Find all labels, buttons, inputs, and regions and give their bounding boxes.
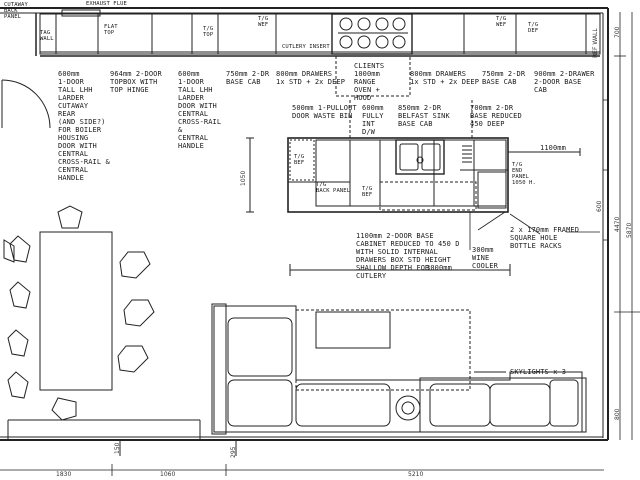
label-exhaust-flue: EXHAUST FLUE: [86, 1, 127, 7]
label-dim-700: 700: [614, 26, 621, 38]
dashed-rug-outline: [295, 309, 471, 391]
sideboard: [315, 311, 391, 349]
label-dim-5210: 5210: [408, 471, 424, 478]
right-dimension-lines: [614, 12, 640, 440]
dim-line-3000: [289, 264, 511, 276]
label-client-hood: CLIENTS 1000mm RANGE OVEN + HOOD: [354, 62, 385, 102]
dining-table-and-chairs: [3, 205, 155, 421]
wall-cabinet-run: [39, 13, 601, 57]
label-dim-1100-right: 1100mm: [540, 144, 566, 152]
label-tall-larder-600b: 600mm 1-DOOR TALL LHH LARDER DOOR WITH C…: [178, 70, 222, 150]
label-tag-back-panel: T/G BACK PANEL: [316, 182, 351, 194]
label-tag-wall: TAG WALL: [40, 30, 54, 42]
label-ref-wall: REF WALL: [592, 28, 599, 58]
bottom-dimension-lines: [0, 464, 604, 476]
label-tag-wef-2: T/G WEF: [496, 16, 507, 28]
label-dim-150: 150: [114, 442, 121, 454]
label-base-cab-750b: 750mm 2-DR BASE CAB: [482, 70, 526, 86]
label-base-reduced-700: 700mm 2-DR BASE REDUCED 450 DEEP: [470, 104, 522, 128]
label-pullout-500: 500mm 1-PULLOUT DOOR WASTE BIN: [292, 104, 357, 120]
label-dim-800: 800: [614, 408, 621, 420]
label-dim-4470: 4470: [614, 216, 621, 232]
range-cooker-burners: [338, 17, 408, 49]
label-tag-top: T/G TOP: [203, 26, 214, 38]
label-belfast-850: 850mm 2-DR BELFAST SINK BASE CAB: [398, 104, 450, 128]
label-flat-top: FLAT TOP: [104, 24, 118, 36]
label-dim-1830: 1830: [56, 471, 72, 478]
dim-line-1050: [246, 137, 254, 213]
door-swing: [1, 79, 51, 129]
exhaust-flue: [61, 9, 101, 17]
bottom-left-wall-steps: [7, 419, 237, 456]
label-base-cab-900: 900mm 2-DRAWER 2-DOOR BASE CAB: [534, 70, 595, 94]
label-tag-bef: T/G BEF: [294, 154, 305, 166]
label-drawers-800b: 800mm DRAWERS 1x STD + 2x DEEP: [410, 70, 480, 86]
label-dim-3000: 3000mm: [426, 264, 452, 272]
label-dim-600-r: 600: [596, 200, 603, 212]
kitchen-island: [287, 137, 509, 213]
label-dim-1050: 1050: [240, 170, 247, 186]
label-cutlery-insert: CUTLERY INSERT: [282, 44, 330, 50]
label-tag-bef-2: T/G BEF: [362, 186, 373, 198]
label-dim-1060: 1060: [160, 471, 176, 478]
label-base-cab-1100: 1100mm 2-DOOR BASE CABINET REDUCED TO 45…: [356, 232, 460, 280]
label-tag-end-panel: T/G END PANEL 1050 H.: [512, 162, 536, 186]
label-drawers-800: 800mm DRAWERS 1x STD + 2x DEEP: [276, 70, 346, 86]
label-base-cab-750: 750mm 2-DR BASE CAB: [226, 70, 270, 86]
label-tag-def: T/G DEF: [528, 22, 539, 34]
label-fully-int-600: 600mm FULLY INT D/W: [362, 104, 384, 136]
label-dim-5870: 5870: [626, 222, 633, 238]
label-topbox-964: 964mm 2-DOOR TOPBOX WITH TOP HINGE: [110, 70, 162, 94]
label-wine-cooler: 300mm WINE COOLER: [472, 246, 498, 270]
label-cutaway-back-panel: CUTAWAY BACK PANEL: [4, 2, 28, 20]
extractor-hood-outline: [335, 55, 411, 97]
label-tag-wef: T/G WEF: [258, 16, 269, 28]
label-bottle-racks: 2 x 170mm FRAMED SQUARE HOLE BOTTLE RACK…: [510, 226, 580, 250]
leader-lines: [469, 211, 600, 250]
label-skylights: SKYLIGHTS x 3: [510, 368, 567, 376]
label-dim-295: 295: [230, 446, 237, 458]
label-tall-larder-600: 600mm 1-DOOR TALL LHH LARDER CUTAWAY REA…: [58, 70, 110, 182]
island-dashed-cabinet: [349, 100, 477, 211]
coffee-table: [395, 395, 421, 421]
right-window: [603, 99, 608, 241]
dim-line-1100: [508, 148, 581, 156]
